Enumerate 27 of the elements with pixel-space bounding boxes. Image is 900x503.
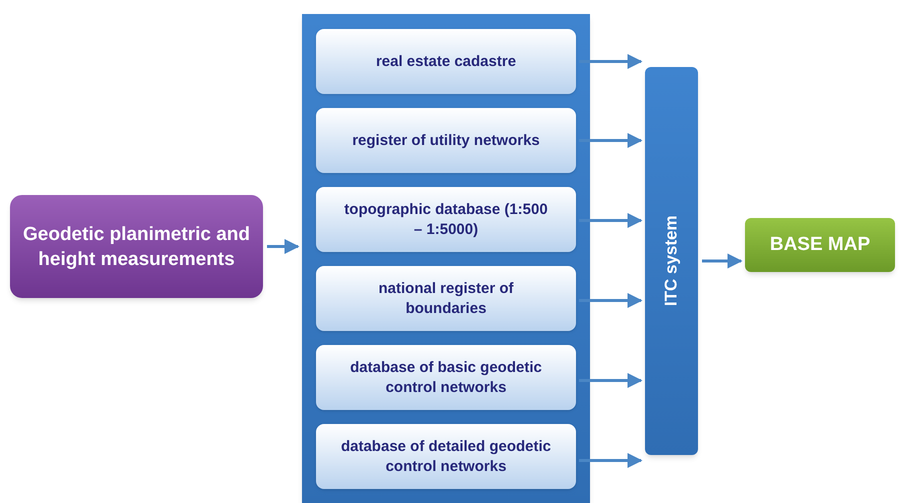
arrow <box>579 453 642 468</box>
node-text: ITC system <box>660 216 682 306</box>
node-text: topographic database (1:500 – 1:5000) <box>343 200 549 240</box>
database-box <box>316 187 576 252</box>
arrow <box>267 239 300 254</box>
node-text: database of basic geodetic control networks <box>349 358 543 398</box>
arrow <box>579 133 642 148</box>
node-text: BASE MAP <box>770 232 870 257</box>
node-text: register of utility networks <box>351 130 541 150</box>
input-box <box>10 195 263 298</box>
arrow <box>702 254 742 268</box>
node-text: Geodetic planimetric and height measurements <box>22 222 251 272</box>
arrow <box>579 213 642 228</box>
output-box <box>745 218 895 272</box>
node-text: real estate cadastre <box>374 52 518 72</box>
database-box <box>316 108 576 173</box>
database-box <box>316 424 576 489</box>
node-text: national register of boundaries <box>377 278 515 318</box>
database-box <box>316 266 576 331</box>
database-box <box>316 29 576 94</box>
arrow <box>579 293 642 308</box>
arrow <box>579 373 642 388</box>
database-box <box>316 345 576 410</box>
database-panel <box>302 14 590 503</box>
system-bar <box>645 67 698 455</box>
arrow <box>579 54 642 69</box>
node-text: database of detailed geodetic control networks <box>340 436 552 476</box>
